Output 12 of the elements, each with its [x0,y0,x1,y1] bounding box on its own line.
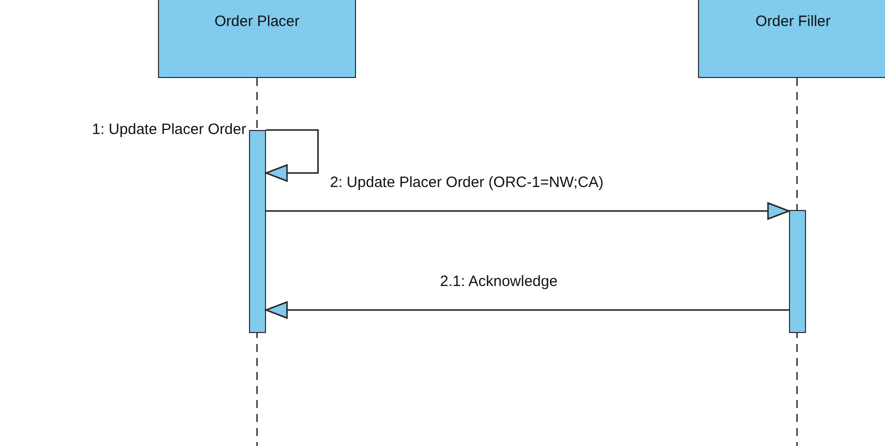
lifeline-head-box [698,0,885,78]
activation-bar [249,130,266,333]
message-arrow [265,129,319,182]
message-arrow [265,301,789,319]
lifeline-head-box [158,0,356,78]
message-label: 2: Update Placer Order (ORC-1=NW;CA) [328,174,606,191]
message-label: 1: Update Placer Order [90,121,248,138]
participant-name: Order Filler [755,13,830,30]
activation-bar [789,210,806,333]
message-label: 2.1: Acknowledge [438,273,560,290]
message-arrow [266,202,790,220]
participant-name: Order Placer [214,13,300,30]
